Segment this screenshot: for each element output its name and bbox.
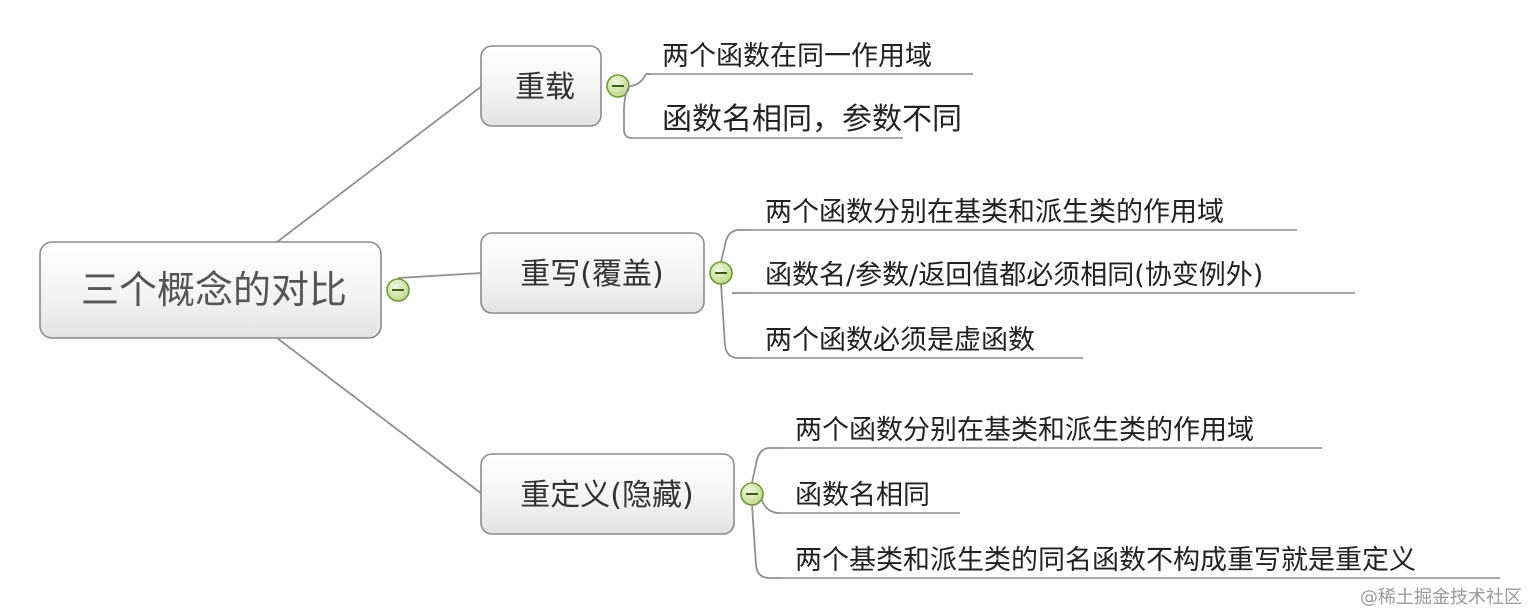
branch-redefine-leaf-connectors [751, 447, 1500, 579]
root-node[interactable]: 三个概念的对比 [39, 241, 382, 339]
redefine-item-2: 函数名相同 [795, 480, 930, 511]
branch-override-leaf-connectors [720, 229, 1355, 359]
branch-redefine-node[interactable]: 重定义(隐藏) [480, 453, 735, 535]
branch-redefine-label: 重定义(隐藏) [520, 478, 693, 513]
root-node-box [39, 241, 382, 339]
branch-overload-leaf-connectors [623, 73, 973, 139]
redefine-item-3: 两个基类和派生类的同名函数不构成重写就是重定义 [795, 545, 1416, 576]
branch-redefine-box [480, 453, 735, 535]
overload-item-1: 两个函数在同一作用域 [662, 41, 932, 72]
root-collapse-toggle-icon[interactable] [386, 278, 410, 302]
branch-override-node[interactable]: 重写(覆盖) [480, 232, 705, 314]
branch-overload: 重载 两个函数在同一作用域 函数名相同，参数不同 [480, 41, 973, 139]
branch-redefine-collapse-toggle-icon[interactable] [740, 482, 764, 506]
override-item-3: 两个函数必须是虚函数 [765, 325, 1035, 356]
root-connectors [276, 85, 483, 495]
branch-override-collapse-toggle-icon[interactable] [709, 261, 733, 285]
branch-redefine: 重定义(隐藏) 两个函数分别在基类和派生类的作用域 函数名相同 两个基类和派生类… [480, 415, 1500, 579]
branch-overload-collapse-toggle-icon[interactable] [606, 74, 630, 98]
override-item-1: 两个函数分别在基类和派生类的作用域 [765, 197, 1224, 228]
branch-overload-box [480, 45, 602, 127]
root-node-label: 三个概念的对比 [81, 268, 347, 312]
connector-root-to-redefine [276, 337, 483, 495]
redefine-item-1: 两个函数分别在基类和派生类的作用域 [795, 415, 1254, 446]
override-item-2: 函数名/参数/返回值都必须相同(协变例外) [765, 260, 1263, 291]
branch-override-box [480, 232, 705, 314]
branch-overload-node[interactable]: 重载 [480, 45, 602, 127]
overload-item-2: 函数名相同，参数不同 [662, 102, 962, 137]
branch-overload-label: 重载 [515, 70, 575, 105]
connector-root-to-override [397, 272, 483, 279]
branch-override: 重写(覆盖) 两个函数分别在基类和派生类的作用域 函数名/参数/返回值都必须相同… [480, 197, 1355, 359]
connector-root-to-overload [276, 85, 483, 243]
branch-override-label: 重写(覆盖) [520, 257, 663, 292]
watermark-text: @稀土掘金技术社区 [1360, 587, 1522, 608]
